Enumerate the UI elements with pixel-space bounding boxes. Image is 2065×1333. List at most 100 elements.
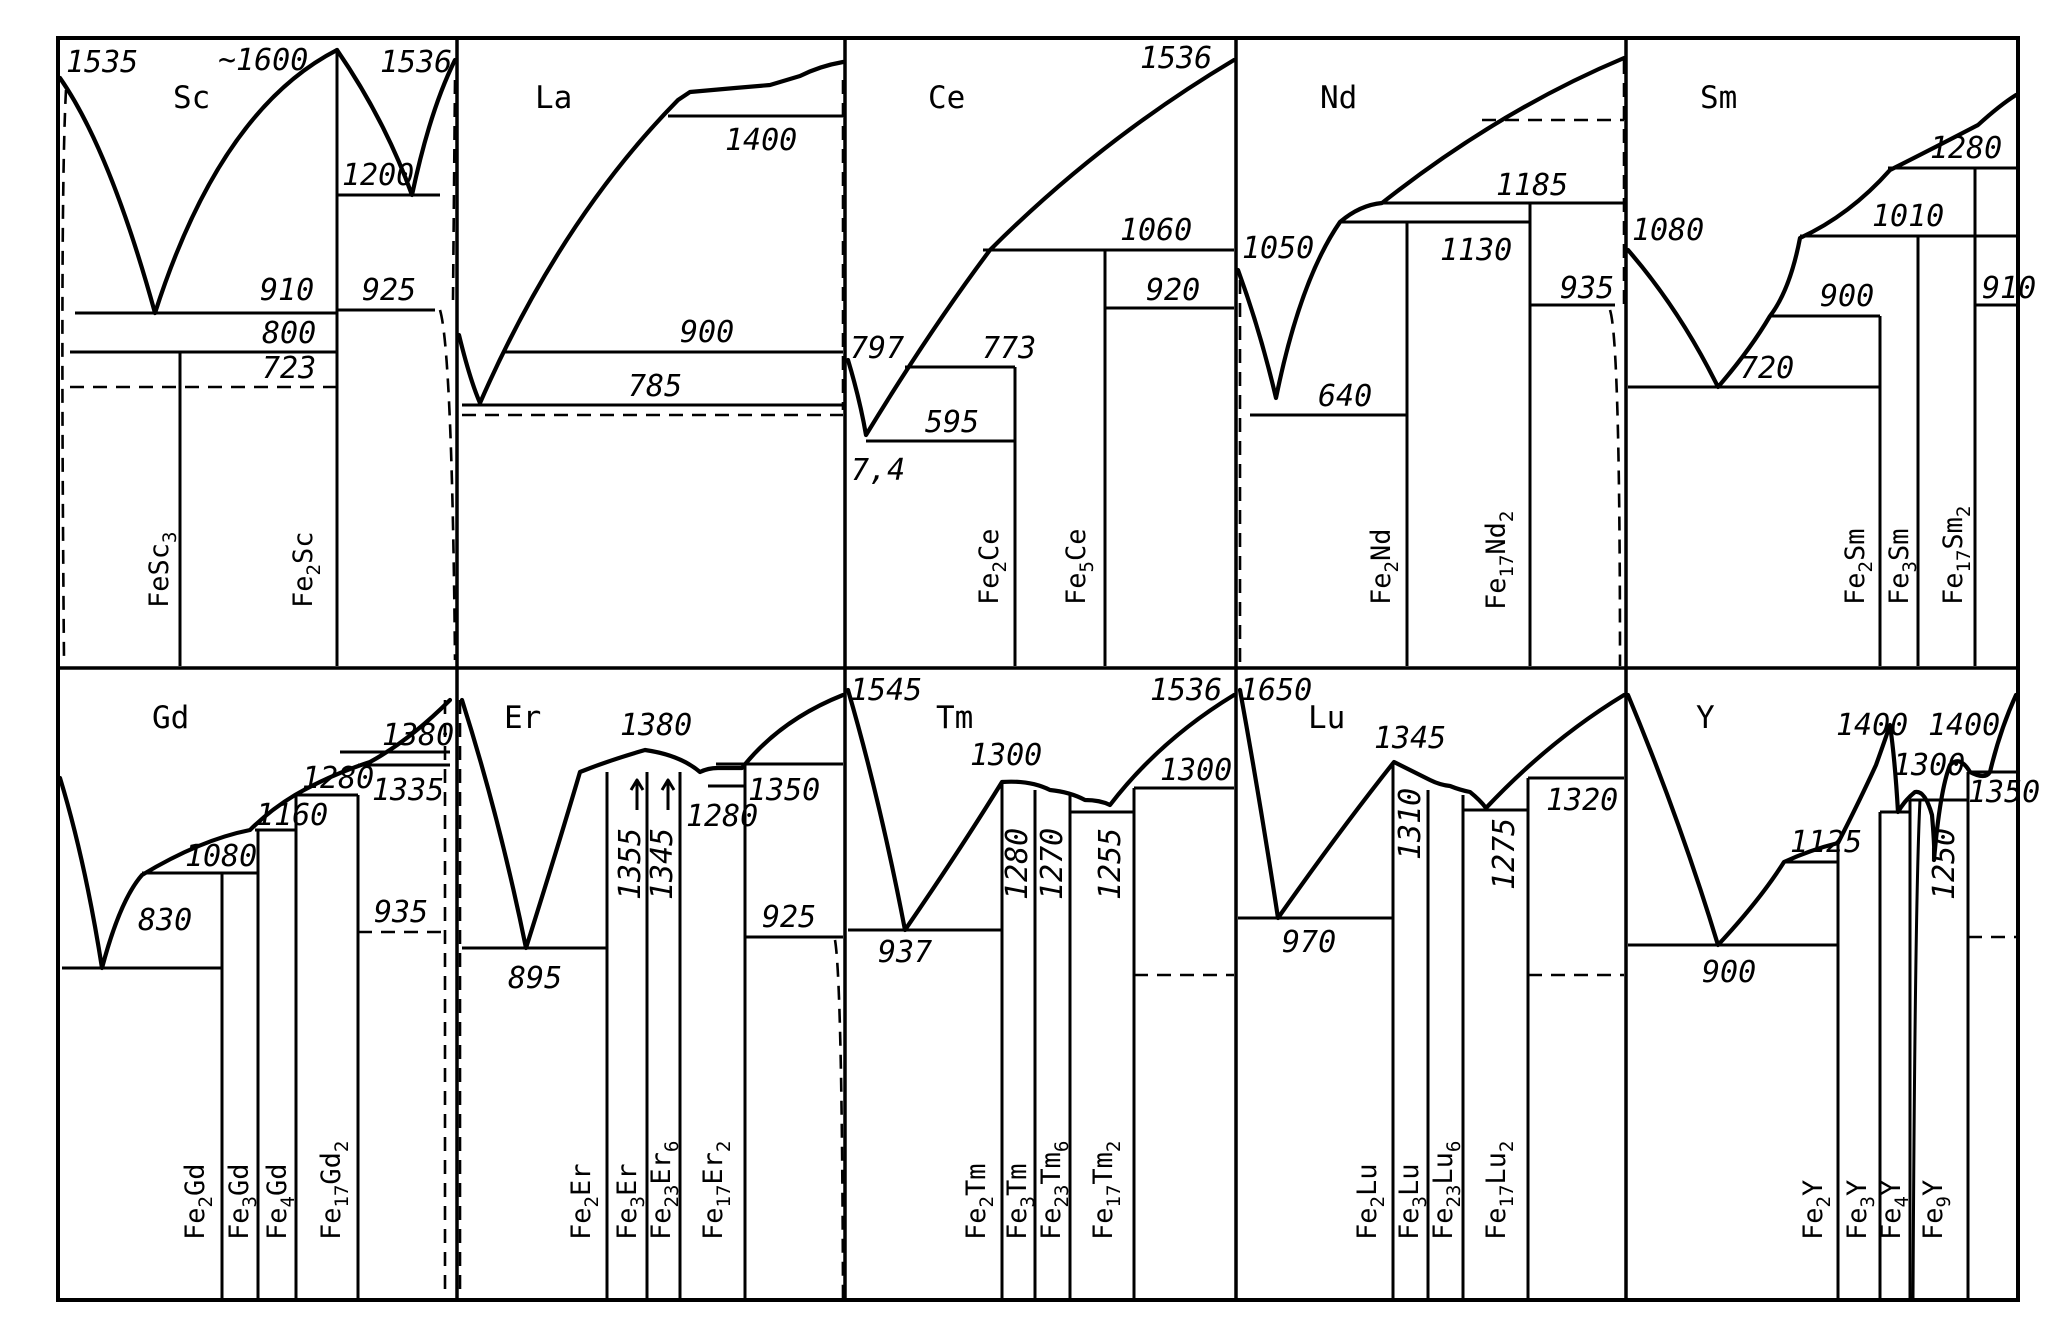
temp-label: 723: [262, 351, 316, 386]
compound-label: Fe3Tm: [1002, 1164, 1039, 1240]
temp-label: 1380: [620, 708, 692, 743]
nd-dashed-lines: [1238, 60, 1626, 667]
temp-label: 595: [925, 405, 979, 440]
sm-liquidus: [1625, 92, 2019, 390]
panel-ce: Ce 1536 1060 920 797 773 595 7,4 Fe2Ce F…: [845, 41, 1237, 666]
temp-label: 895: [508, 961, 562, 996]
temp-label: 1536: [1150, 673, 1222, 708]
temp-label: 797: [850, 331, 904, 366]
temp-label: 785: [628, 369, 682, 404]
temp-label: 773: [982, 331, 1036, 366]
gd-dashed-lines: [358, 700, 450, 1298]
temp-label: 1355: [613, 828, 648, 900]
compound-label: Fe17Er2: [698, 1141, 735, 1240]
compound-label: Fe2Ce: [974, 529, 1011, 605]
compound-label: Fe4Y: [1876, 1180, 1913, 1240]
temp-label: 1250: [1927, 828, 1962, 900]
temp-label: 1050: [1242, 231, 1314, 266]
compound-label: Fe3Gd: [224, 1164, 261, 1240]
temp-label: 1345: [1374, 721, 1446, 756]
temp-label: 1400: [1836, 708, 1908, 743]
compound-label: Fe2Er: [566, 1164, 603, 1240]
er-arrow-1355: [629, 778, 645, 810]
temp-label: 935: [374, 895, 428, 930]
temp-label: 1010: [1872, 199, 1944, 234]
temp-label: 1535: [66, 45, 138, 80]
temp-label: 7,4: [851, 453, 905, 488]
temp-label: 1060: [1120, 213, 1192, 248]
panel-er: Er 1380 1355 1345 1280 1350 925 895 Fe2E…: [458, 692, 846, 1299]
sc-solvus-left: [61, 89, 68, 661]
temp-label: 1345: [645, 828, 680, 900]
temp-label: 935: [1560, 271, 1614, 306]
compound-label: Fe23Er6: [646, 1141, 683, 1240]
tm-compound-lines: [1000, 782, 1136, 1298]
temp-label: 1380: [382, 718, 454, 753]
sc-compound-lines: [178, 50, 440, 666]
temp-label: 1350: [748, 773, 820, 808]
temp-label: 970: [1282, 925, 1336, 960]
element-label-sc: Sc: [173, 80, 210, 116]
compound-label: Fe2Gd: [180, 1164, 217, 1240]
compound-label: Fe2Sc: [288, 532, 325, 608]
element-label-la: La: [535, 80, 572, 116]
temp-label: 1185: [1496, 168, 1568, 203]
er-compound-lines: [605, 764, 747, 1298]
element-label-tm: Tm: [936, 700, 973, 736]
temp-label: 1080: [185, 839, 257, 874]
compound-label: Fe3Y: [1842, 1180, 1879, 1240]
element-label-lu: Lu: [1308, 700, 1345, 736]
temp-label: 1320: [1546, 783, 1618, 818]
element-label-gd: Gd: [152, 700, 189, 736]
lu-liquidus: [1237, 687, 1627, 921]
nd-liquidus: [1235, 55, 1627, 401]
la-liquidus: [456, 59, 846, 406]
temp-label: 1300: [1160, 753, 1232, 788]
temp-label: 910: [1982, 271, 2036, 306]
panel-grid: [56, 36, 2020, 1302]
compound-label: Fe17Gd2: [316, 1141, 353, 1240]
temp-label: 1270: [1035, 828, 1070, 900]
element-label-y: Y: [1696, 700, 1715, 736]
gd-compound-lines: [220, 763, 450, 1298]
er-dashed-lines: [458, 700, 845, 1299]
temp-label: 1080: [1632, 213, 1704, 248]
temp-label: 1130: [1440, 233, 1512, 268]
element-label-er: Er: [504, 700, 541, 736]
compound-label: Fe9Y: [1918, 1180, 1955, 1240]
panel-gd: Gd 1380 1280 1335 1160 1080 935 830 Fe2G…: [57, 697, 454, 1298]
temp-label: 1545: [850, 673, 922, 708]
sm-compound-lines: [1878, 168, 2016, 666]
temp-label: 1335: [372, 773, 444, 808]
temp-label: 640: [1318, 379, 1372, 414]
compound-label: Fe2Lu: [1352, 1164, 1389, 1240]
element-label-ce: Ce: [928, 80, 965, 116]
temp-label: 1350: [1968, 775, 2040, 810]
compound-label: Fe17Sm2: [1938, 506, 1975, 605]
temp-label: ~1600: [218, 43, 308, 78]
compound-label: Fe2Tm: [961, 1164, 998, 1240]
temp-label: 910: [260, 273, 314, 308]
element-label-nd: Nd: [1320, 80, 1357, 116]
compound-label: Fe4Gd: [262, 1164, 299, 1240]
temp-label: 900: [680, 315, 734, 350]
temp-label: 1275: [1487, 818, 1522, 890]
er-arrow-1345: [660, 778, 676, 810]
ce-compound-lines: [1013, 250, 1234, 666]
temp-label: 1255: [1093, 828, 1128, 900]
panel-y: Y 1400 1400 1300 1350 1125 1250 900 Fe2Y…: [1625, 692, 2040, 1299]
compound-label: Fe17Nd2: [1481, 511, 1518, 610]
temp-label: 1536: [380, 45, 452, 80]
temp-label: 1125: [1790, 825, 1862, 860]
compound-label: Fe2Nd: [1366, 529, 1403, 605]
temp-label: 1280: [302, 761, 374, 796]
compound-label: Fe2Sm: [1840, 529, 1877, 605]
temp-label: 900: [1702, 955, 1756, 990]
compound-label: Fe2Y: [1798, 1180, 1835, 1240]
temp-label: 720: [1740, 351, 1794, 386]
ce-liquidus: [845, 57, 1237, 438]
panel-tm: Tm 1545 1536 1300 1300 1280 1270 1255 93…: [845, 673, 1237, 1298]
compound-label: Fe3Er: [612, 1164, 649, 1240]
temp-label: 937: [878, 935, 932, 970]
